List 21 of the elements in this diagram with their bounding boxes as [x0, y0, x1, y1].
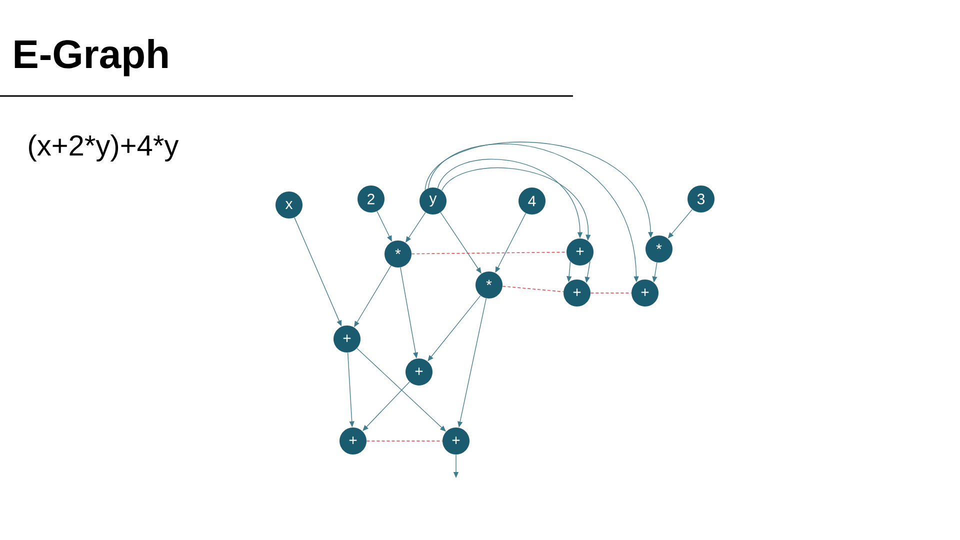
constant-node: 2 [358, 186, 384, 212]
variable-node: y [420, 188, 446, 214]
dashed-line [366, 440, 443, 442]
constant-node: 4 [518, 188, 546, 214]
title: E-Graph [14, 39, 168, 76]
operator-node: + [334, 326, 360, 352]
dashed-line [502, 286, 564, 292]
operator-node: + [340, 428, 366, 454]
dashed-line [411, 252, 567, 254]
expression: (x+2*y)+4*y [29, 134, 179, 162]
operator-node: + [566, 238, 594, 266]
variable-node: x [276, 192, 302, 218]
operator-node: + [632, 280, 658, 306]
operator-node: * [384, 240, 412, 268]
constant-node: 3 [688, 186, 714, 212]
operator-node: * [646, 236, 672, 262]
operator-node: * [476, 272, 502, 298]
dashed-line [590, 292, 632, 294]
operator-node: + [564, 280, 590, 306]
operator-node: + [406, 358, 432, 386]
operator-node: + [442, 428, 470, 454]
